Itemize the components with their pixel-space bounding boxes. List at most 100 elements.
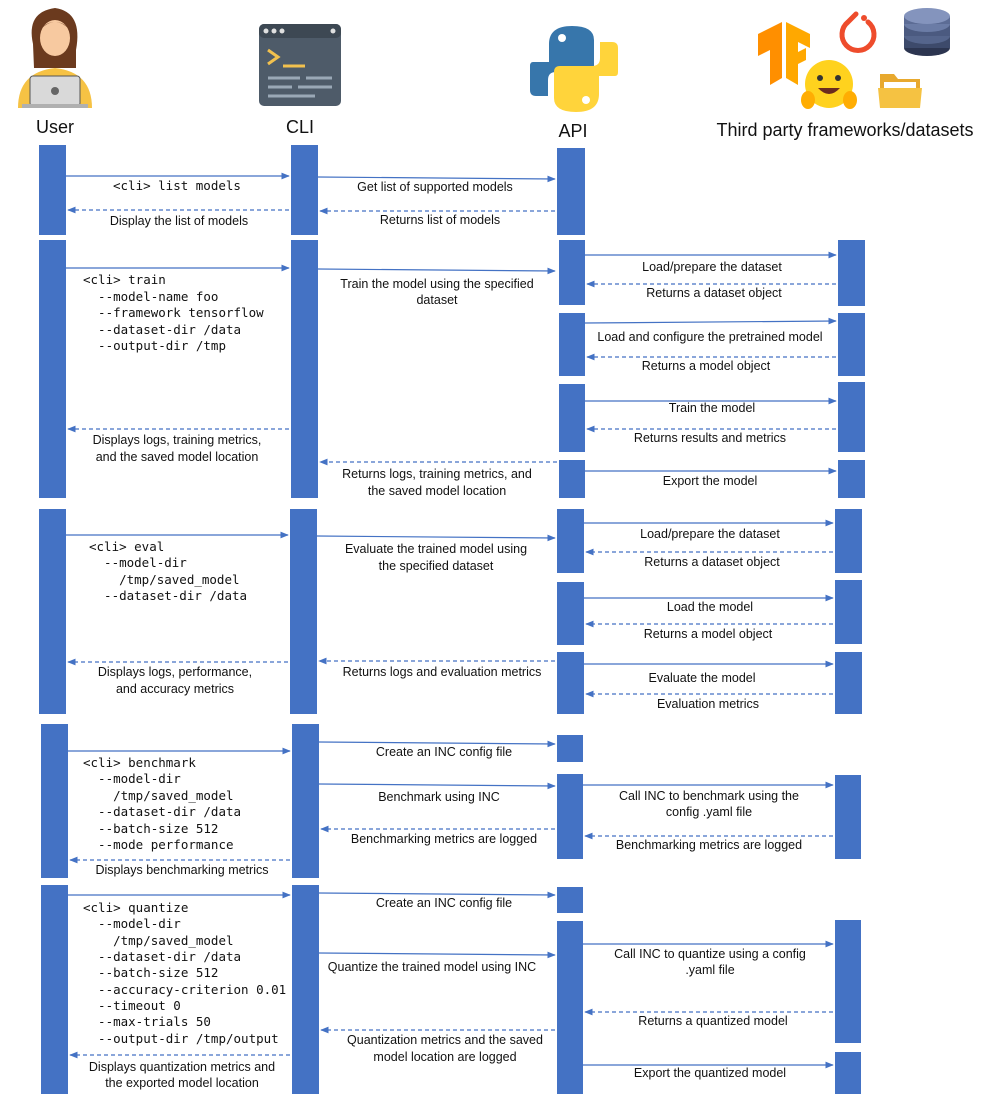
activation-bars — [39, 145, 865, 1094]
command-line: --dataset-dir /data — [83, 322, 241, 337]
message-label: Train the model — [669, 401, 755, 415]
request-arrow — [318, 740, 556, 748]
message-label: Call INC to benchmark using the — [619, 789, 799, 803]
third-party-activation-bar — [835, 920, 861, 1043]
user-activation-bar — [39, 145, 66, 235]
message-label: Create an INC config file — [376, 745, 512, 759]
command-list-models: <cli> list models — [113, 178, 241, 193]
command-train: <cli> train --model-name foo --framework… — [83, 272, 264, 353]
cli-activation-bar — [290, 509, 317, 714]
pytorch-logo-icon — [839, 11, 877, 53]
request-arrow — [318, 891, 556, 899]
command-line: <cli> list models — [113, 178, 241, 193]
message-label: model location are logged — [373, 1050, 516, 1064]
message-arrows — [66, 172, 837, 1069]
participant-label-cli: CLI — [286, 117, 314, 137]
command-eval: <cli> eval --model-dir /tmp/saved_model … — [89, 539, 247, 603]
third-party-activation-bar — [835, 775, 861, 859]
cli-activation-bar — [291, 145, 318, 235]
api-activation-bar — [557, 735, 583, 762]
command-line: --batch-size 512 — [83, 965, 218, 980]
hugging-face-icon — [801, 60, 857, 109]
folder-icon — [878, 74, 922, 108]
message-label: Returns a model object — [644, 627, 773, 641]
message-label: Returns a quantized model — [638, 1014, 787, 1028]
api-activation-bar — [559, 313, 585, 376]
api-activation-bar — [557, 921, 583, 1094]
user-activation-bar — [41, 885, 68, 1094]
request-arrow — [316, 534, 556, 542]
person-with-laptop-icon — [18, 8, 92, 108]
participant-label-user: User — [36, 117, 74, 137]
user-activation-bar — [39, 509, 66, 714]
cli-activation-bar — [291, 240, 318, 498]
tensorflow-logo-icon — [758, 22, 810, 85]
message-label: Train the model using the specified — [340, 277, 533, 291]
message-label: Displays logs, training metrics, — [93, 433, 262, 447]
message-label: Evaluate the model — [648, 671, 755, 685]
command-line: --max-trials 50 — [83, 1014, 211, 1029]
command-line: <cli> eval — [89, 539, 164, 554]
participant-label-api: API — [558, 121, 587, 141]
command-line: --accuracy-criterion 0.01 — [83, 982, 286, 997]
message-label: Display the list of models — [110, 214, 248, 228]
message-label: Evaluation metrics — [657, 697, 759, 711]
message-label: Displays benchmarking metrics — [96, 863, 269, 877]
api-activation-bar — [559, 240, 585, 305]
request-arrow — [317, 175, 556, 183]
third-party-activation-bar — [838, 382, 865, 452]
message-label: Returns logs, training metrics, and — [342, 467, 532, 481]
command-line: --model-dir — [83, 916, 181, 931]
request-arrow — [318, 951, 556, 959]
message-label: Displays logs, performance, — [98, 665, 252, 679]
message-label: Returns a dataset object — [646, 286, 782, 300]
python-logo-icon — [530, 26, 618, 112]
message-label: Get list of supported models — [357, 180, 513, 194]
third-party-activation-bar — [835, 1052, 861, 1094]
command-line: <cli> train — [83, 272, 166, 287]
message-label: Benchmarking metrics are logged — [616, 838, 802, 852]
message-label: config .yaml file — [666, 805, 752, 819]
command-line: --timeout 0 — [83, 998, 181, 1013]
message-label: Returns a model object — [642, 359, 771, 373]
message-label: Export the model — [663, 474, 758, 488]
command-benchmark: <cli> benchmark --model-dir /tmp/saved_m… — [83, 755, 241, 852]
command-line: --mode performance — [83, 837, 234, 852]
message-label: Benchmarking metrics are logged — [351, 832, 537, 846]
command-line: --model-dir — [89, 555, 187, 570]
command-line: <cli> benchmark — [83, 755, 196, 770]
cli-activation-bar — [292, 885, 319, 1094]
message-label: Load and configure the pretrained model — [597, 330, 822, 344]
third-party-activation-bar — [838, 240, 865, 306]
message-label: dataset — [416, 293, 458, 307]
message-label: Returns a dataset object — [644, 555, 780, 569]
third-party-activation-bar — [835, 509, 862, 573]
command-line: --dataset-dir /data — [89, 588, 247, 603]
participant-label-third-party: Third party frameworks/datasets — [716, 120, 973, 140]
command-quantize: <cli> quantize --model-dir /tmp/saved_mo… — [83, 900, 286, 1046]
api-activation-bar — [559, 384, 585, 452]
message-label: Returns logs and evaluation metrics — [343, 665, 542, 679]
message-label: Export the quantized model — [634, 1066, 786, 1080]
command-line: --dataset-dir /data — [83, 804, 241, 819]
request-arrow — [318, 782, 556, 790]
message-label: the specified dataset — [379, 559, 494, 573]
message-label: Quantize the trained model using INC — [328, 960, 536, 974]
command-line: --output-dir /tmp — [83, 338, 226, 353]
message-label: Returns results and metrics — [634, 431, 786, 445]
message-label: Returns list of models — [380, 213, 500, 227]
command-line: --model-dir — [83, 771, 181, 786]
message-label: Create an INC config file — [376, 896, 512, 910]
command-line: --output-dir /tmp/output — [83, 1031, 279, 1046]
message-label: Load/prepare the dataset — [642, 260, 782, 274]
message-label: and the saved model location — [96, 450, 259, 464]
api-activation-bar — [557, 774, 583, 859]
api-activation-bar — [559, 460, 585, 498]
third-party-activation-bar — [838, 313, 865, 376]
message-label: .yaml file — [685, 963, 734, 977]
command-line: /tmp/saved_model — [83, 933, 234, 948]
message-label: the exported model location — [105, 1076, 259, 1090]
message-label: and accuracy metrics — [116, 682, 234, 696]
cli-activation-bar — [292, 724, 319, 878]
